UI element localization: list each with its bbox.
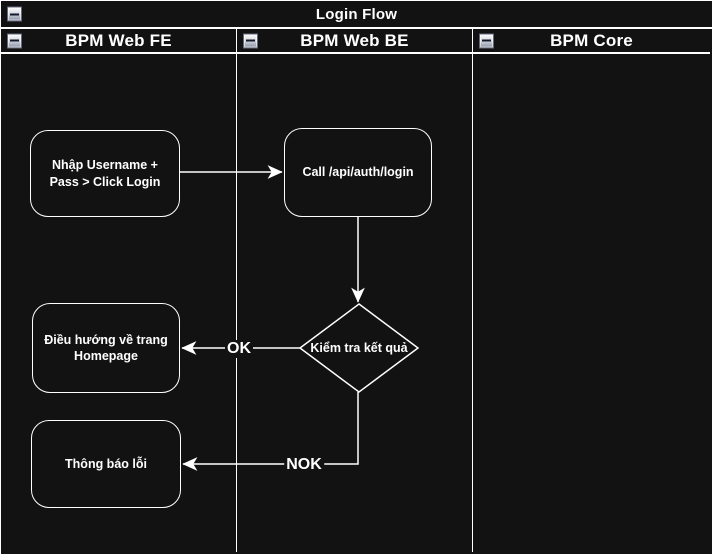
lane-header-bpm-web-fe[interactable]: BPM Web FE <box>1 29 236 54</box>
node-check-result-label[interactable]: Kiểm tra kết quả <box>310 341 408 355</box>
lane-title: BPM Web BE <box>300 30 409 50</box>
node-call-api[interactable]: Call /api/auth/login <box>284 128 432 217</box>
lane-fe-collapse-icon[interactable] <box>7 33 22 48</box>
lane-bpm-core: BPM Core <box>473 29 710 552</box>
decision-diamond-shape[interactable] <box>298 303 420 393</box>
node-label: Điều hướng về trang Homepage <box>44 332 168 363</box>
edge-check-to-error[interactable] <box>182 392 359 471</box>
lane-bpm-web-be: BPM Web BE <box>237 29 473 552</box>
lane-be-collapse-icon[interactable] <box>243 33 258 48</box>
node-label: Nhập Username + Pass > Click Login <box>49 158 161 189</box>
lane-header-bpm-web-be[interactable]: BPM Web BE <box>237 29 472 54</box>
minus-glyph <box>482 39 491 42</box>
lane-title: BPM Web FE <box>65 30 172 50</box>
lane-header-bpm-core[interactable]: BPM Core <box>473 29 710 54</box>
node-input-login[interactable]: Nhập Username + Pass > Click Login <box>30 130 180 217</box>
pool-title-bar[interactable]: Login Flow <box>1 1 712 29</box>
minus-glyph <box>10 13 19 15</box>
minus-glyph <box>10 39 19 42</box>
node-label: Call /api/auth/login <box>302 165 414 180</box>
lane-title: BPM Core <box>550 30 633 50</box>
lane-container: BPM Web FE BPM Web BE BPM Core <box>1 29 712 552</box>
pool-collapse-icon[interactable] <box>7 6 22 22</box>
node-redirect-home[interactable]: Điều hướng về trang Homepage <box>32 303 180 393</box>
lane-bpm-web-fe: BPM Web FE <box>1 29 237 552</box>
edge-label-nok[interactable]: NOK <box>284 456 324 474</box>
edge-label-ok[interactable]: OK <box>225 340 253 358</box>
lane-core-collapse-icon[interactable] <box>479 33 494 48</box>
node-label: Thông báo lỗi <box>65 456 147 471</box>
node-error-message[interactable]: Thông báo lỗi <box>31 420 181 508</box>
pool-title: Login Flow <box>315 5 398 23</box>
minus-glyph <box>246 39 255 42</box>
